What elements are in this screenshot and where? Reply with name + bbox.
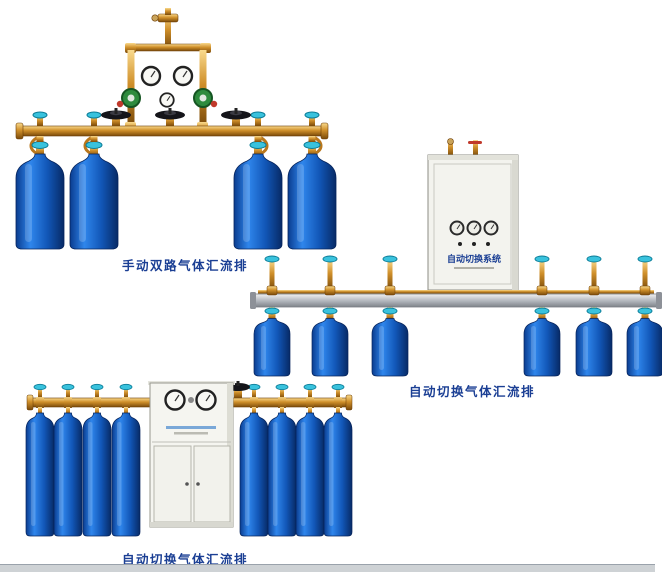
manual-manifold-illustration bbox=[15, 8, 337, 250]
product-manual-dual-manifold: 手动双路气体汇流排 bbox=[6, 6, 338, 274]
product-auto-switch-manifold-cabinet: 自动切换系统 bbox=[250, 138, 662, 400]
auto-manifold-illustration: 自动切换系统 bbox=[250, 138, 662, 377]
product-caption: 自动切换气体汇流排 bbox=[121, 553, 248, 567]
pressure-regulator-right bbox=[193, 88, 218, 108]
pressure-regulator-left bbox=[116, 88, 141, 108]
product-caption: 自动切换气体汇流排 bbox=[408, 385, 535, 399]
cabinet-label: 自动切换系统 bbox=[447, 253, 501, 264]
cabinet-gauge bbox=[466, 220, 482, 236]
handwheel-shutoff-valves bbox=[101, 108, 251, 126]
product-caption: 手动双路气体汇流排 bbox=[121, 259, 248, 273]
control-cabinet: 自动切换系统 bbox=[427, 138, 519, 291]
pressure-gauge bbox=[172, 65, 194, 87]
cabinet-gauge bbox=[195, 389, 217, 411]
auto-manifold-tall-illustration bbox=[25, 381, 353, 537]
cabinet-gauge bbox=[164, 389, 186, 411]
manifold-rail bbox=[250, 290, 662, 309]
product-auto-switch-manifold-tall: 自动切换气体汇流排 bbox=[16, 374, 354, 568]
pressure-gauge bbox=[140, 65, 162, 87]
control-cabinet bbox=[148, 381, 235, 528]
cylinder-station-valves bbox=[32, 111, 320, 126]
cabinet-gauge bbox=[483, 220, 499, 236]
gas-cylinders bbox=[253, 307, 662, 377]
brass-header-pipe bbox=[15, 122, 329, 142]
cropped-next-image-strip bbox=[0, 564, 655, 572]
cabinet-gauge bbox=[449, 220, 465, 236]
pressure-gauge-small bbox=[159, 92, 175, 108]
